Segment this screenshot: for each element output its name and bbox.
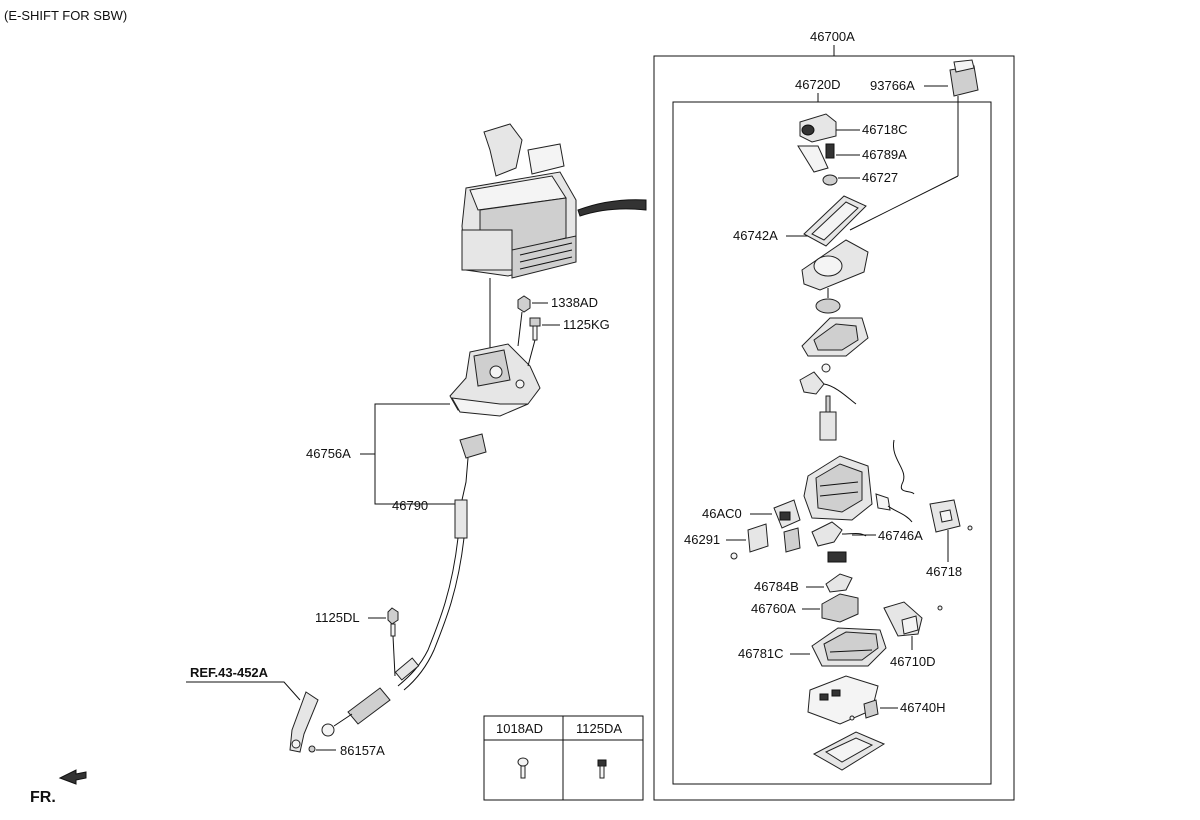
label-46727: 46727 <box>862 170 898 185</box>
bracket-46710D <box>883 601 943 637</box>
bolt-1125DA-icon <box>597 759 607 779</box>
main-body <box>803 455 873 521</box>
switch-housing <box>801 317 869 357</box>
bracket-46756A <box>449 343 541 417</box>
front-direction-label: FR. <box>30 789 56 806</box>
inner-assembly-box <box>672 101 992 785</box>
lever-ref-43-452A <box>289 691 319 753</box>
shifter-assembly <box>461 123 647 279</box>
shift-cable-46790 <box>321 433 487 737</box>
label-46700A: 46700A <box>810 29 855 44</box>
connector-46746A <box>811 521 867 563</box>
label-46718C: 46718C <box>862 122 908 137</box>
fastener-col-1125DA: 1125DA <box>576 721 622 736</box>
label-46789A: 46789A <box>862 147 907 162</box>
label-46291: 46291 <box>684 532 720 547</box>
knob-46718C <box>799 113 837 143</box>
housing-46781C <box>811 627 887 667</box>
bracket-46718 <box>929 499 973 533</box>
clip-46784B <box>825 573 853 593</box>
bolt-1125DL <box>387 607 399 637</box>
label-46742A: 46742A <box>733 228 778 243</box>
ref-label: REF.43-452A <box>190 665 269 680</box>
label-86157A: 86157A <box>340 743 385 758</box>
label-46AC0: 46AC0 <box>702 506 742 521</box>
wire-harness <box>875 439 915 523</box>
bottom-cover <box>812 731 886 771</box>
label-46756A: 46756A <box>306 446 351 461</box>
connector-46740H <box>849 699 879 721</box>
ring-46727 <box>822 174 838 186</box>
label-46790: 46790 <box>392 498 428 513</box>
label-46718: 46718 <box>926 564 962 579</box>
label-1125DL: 1125DL <box>315 610 360 625</box>
upper-cover <box>801 239 869 291</box>
sensor-46291 <box>730 523 801 560</box>
label-1338AD: 1338AD <box>551 295 598 310</box>
screw-1018AD-icon <box>517 757 529 779</box>
fastener-table: 1018AD 1125DA <box>483 715 644 801</box>
nut-1338AD <box>517 295 531 313</box>
module-46AC0 <box>773 499 801 529</box>
label-46760A: 46760A <box>751 601 796 616</box>
label-1125KG: 1125KG <box>563 317 610 332</box>
label-46720D: 46720D <box>795 77 841 92</box>
label-93766A: 93766A <box>870 78 915 93</box>
module-46760A <box>821 593 859 623</box>
label-46781C: 46781C <box>738 646 784 661</box>
label-46740H: 46740H <box>900 700 946 715</box>
switch-93766A <box>949 59 979 97</box>
front-direction-arrow-icon <box>58 769 87 785</box>
dial-ring <box>815 288 841 314</box>
bolt-1125KG <box>529 317 541 341</box>
diagram-title: (E-SHIFT FOR SBW) <box>4 8 127 23</box>
cover-46789A <box>797 143 835 173</box>
label-46784B: 46784B <box>754 579 799 594</box>
bezel-46742A <box>803 195 867 247</box>
label-46746A: 46746A <box>878 528 923 543</box>
connector-lever <box>799 363 857 405</box>
actuator-shaft <box>819 395 837 441</box>
fastener-col-1018AD: 1018AD <box>496 721 543 736</box>
label-46710D: 46710D <box>890 654 936 669</box>
